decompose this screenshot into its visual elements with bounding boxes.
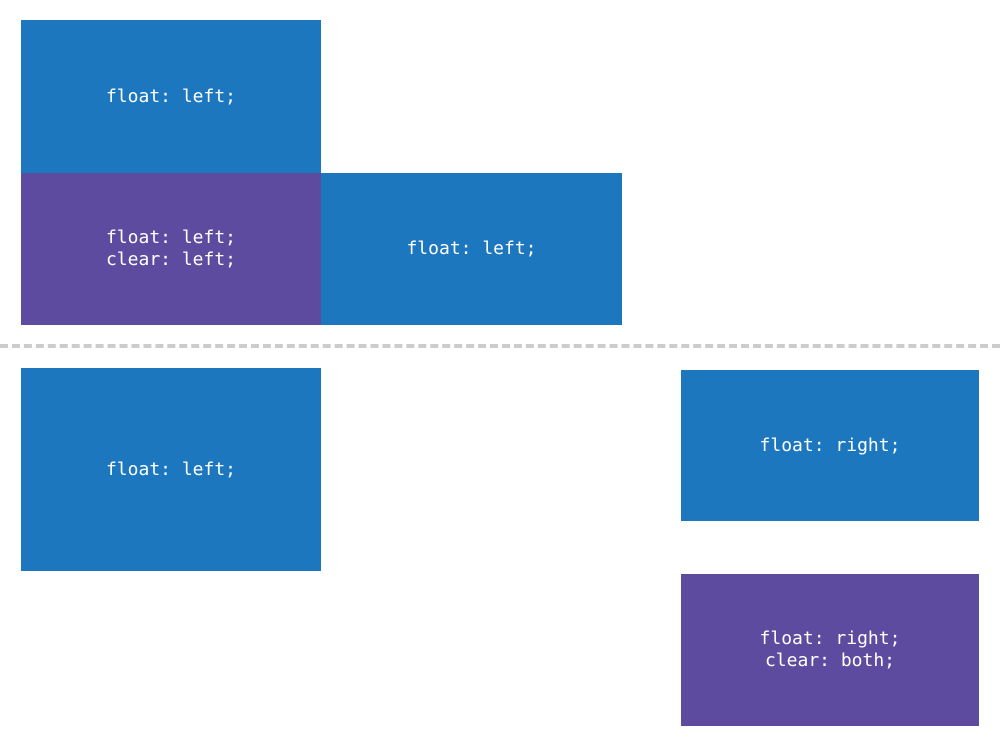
float-box-left-2-label: float: left; bbox=[406, 238, 537, 259]
float-box-right-clear-both: float: right; clear: both; bbox=[681, 574, 979, 726]
float-box-right-1: float: right; bbox=[681, 370, 979, 521]
float-box-left-clear-left-label: float: left; clear: left; bbox=[105, 227, 237, 270]
float-box-left-2: float: left; bbox=[321, 173, 622, 325]
float-box-left-3-label: float: left; bbox=[105, 458, 237, 480]
float-box-left-clear-left: float: left; clear: left; bbox=[21, 173, 321, 325]
float-box-left-3: float: left; bbox=[21, 368, 321, 571]
float-box-left-1-label: float: left; bbox=[105, 85, 237, 107]
section-divider bbox=[0, 344, 1000, 348]
float-box-right-1-label: float: right; bbox=[759, 434, 901, 456]
float-box-left-1: float: left; bbox=[21, 20, 321, 173]
float-box-right-clear-both-label: float: right; clear: both; bbox=[759, 628, 901, 671]
